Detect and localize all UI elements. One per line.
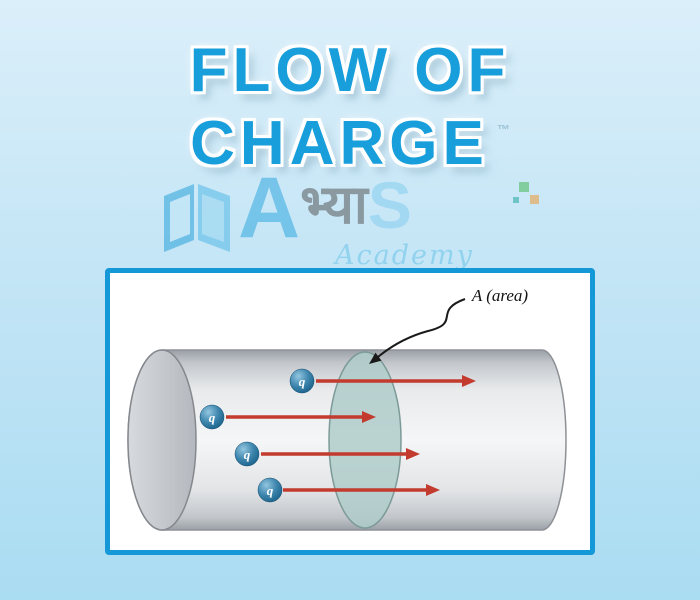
charge-q-3: q (234, 441, 260, 467)
title-line-2-text: CHARGE (190, 109, 489, 179)
charge-q-1: q (289, 368, 315, 394)
watermark-letter-a: A (238, 160, 301, 256)
cross-section-area-ellipse (328, 351, 402, 529)
title-line-1: FLOW OF (189, 36, 511, 105)
charge-label: q (299, 374, 306, 389)
watermark-academy-text: Academy (335, 240, 474, 271)
charge-label: q (244, 447, 251, 462)
charge-label: q (209, 410, 216, 425)
flow-arrow-2 (226, 411, 376, 423)
logo-orange-square (530, 195, 539, 204)
academy-watermark: A भ्या S Academy (0, 160, 700, 283)
charge-label: q (267, 483, 274, 498)
trademark-symbol: ™ (496, 122, 510, 138)
title-line-2: CHARGE ™ (0, 107, 700, 180)
open-book-icon (164, 184, 230, 252)
flow-arrow-4 (283, 484, 440, 496)
flow-arrow-3 (261, 448, 420, 460)
charge-q-4: q (257, 477, 283, 503)
flow-arrow-1 (316, 375, 476, 387)
charge-q-2: q (199, 404, 225, 430)
cylinder-left-cap (127, 349, 197, 531)
watermark-wordmark: A भ्या S (238, 160, 412, 256)
page-title: FLOW OF CHARGE ™ (0, 34, 700, 180)
diagram-frame: q q q q A (area) (105, 268, 595, 555)
area-label: A (area) (471, 286, 529, 305)
logo-teal-square (513, 197, 519, 203)
watermark-devanagari: भ्या (300, 175, 368, 235)
logo-green-square (519, 182, 529, 192)
watermark-letter-s: S (367, 168, 412, 242)
area-pointer-arrow (369, 298, 466, 364)
flow-of-charge-diagram: q q q q A (area) (127, 286, 567, 531)
